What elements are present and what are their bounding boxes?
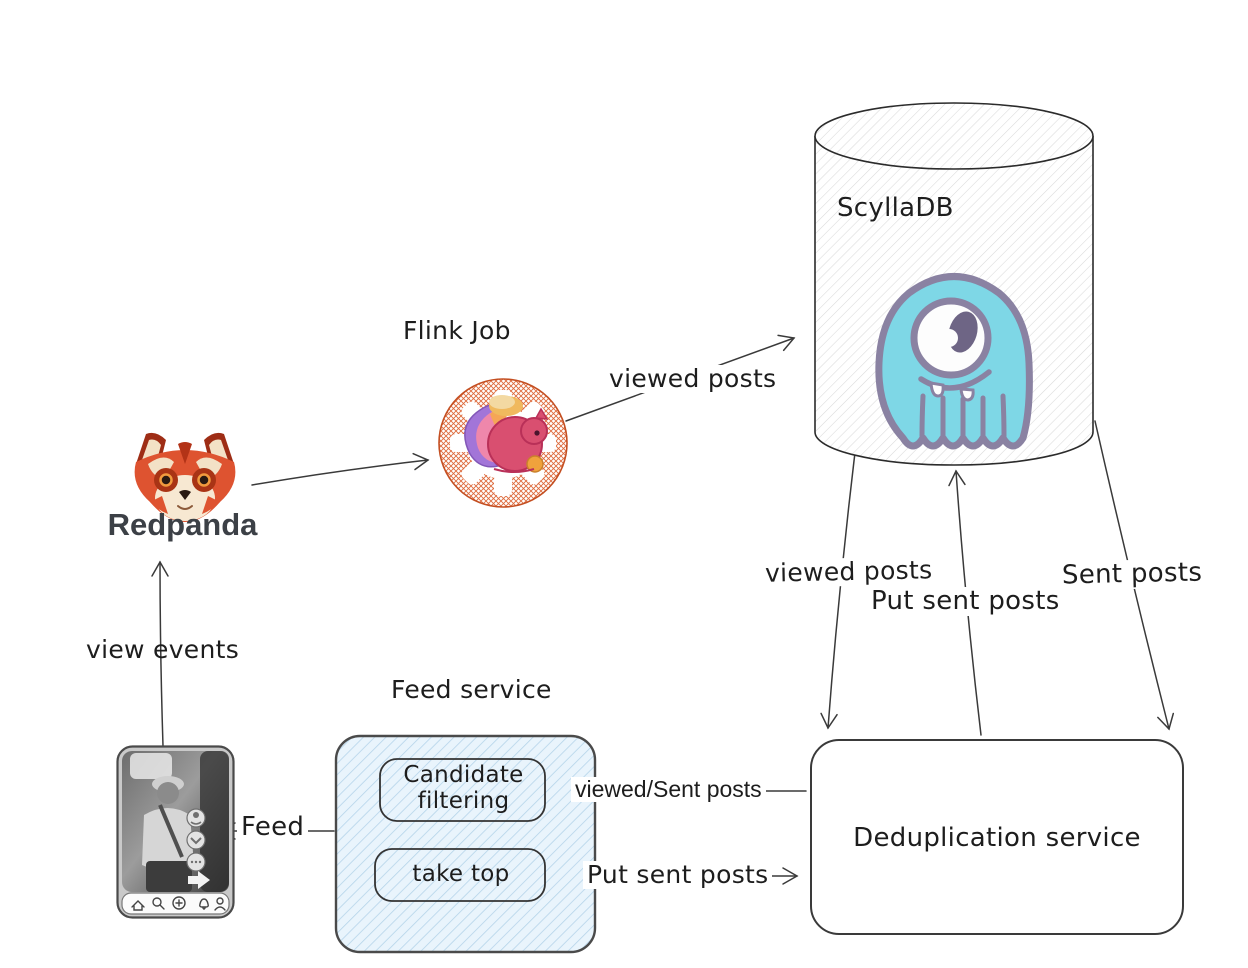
redpanda-logo-icon <box>134 432 236 522</box>
redpanda-label: Redpanda <box>107 507 258 542</box>
scylladb-mascot-icon <box>875 273 1033 450</box>
arrow-view-events <box>151 560 169 747</box>
home-icon <box>131 900 145 911</box>
flink-label: Flink Job <box>403 316 511 345</box>
arrow-redpanda-to-flink <box>251 452 430 486</box>
candidate-filtering-label: Candidate filtering <box>403 762 524 815</box>
profile-icon <box>214 897 226 911</box>
flink-node <box>436 376 570 510</box>
scylladb-label: ScyllaDB <box>837 193 954 223</box>
phone-bottom-nav <box>121 892 230 915</box>
feed-service-title: Feed service <box>391 675 552 704</box>
mascot-eye <box>940 311 978 353</box>
edge-label-put-sent-posts-mid: Put sent posts <box>867 587 1064 616</box>
deduplication-label: Deduplication service <box>853 823 1141 853</box>
edge-label-view-events: view events <box>86 635 240 664</box>
phone-photo <box>122 751 229 892</box>
flink-squirrel-icon <box>464 395 549 473</box>
take-top-label: take top <box>412 861 510 887</box>
search-icon <box>152 897 165 910</box>
phone-side-actions <box>186 808 210 889</box>
feed-service-node <box>333 733 598 955</box>
scylladb-node <box>812 98 1096 470</box>
take-top-box <box>374 848 546 902</box>
edge-label-viewed-sent-posts: viewed/Sent posts <box>571 776 766 803</box>
phone-mockup <box>116 745 235 919</box>
plus-circle-icon <box>172 896 186 910</box>
edge-label-viewed-posts-top: viewed posts <box>605 365 781 393</box>
redpanda-node <box>126 430 244 524</box>
edge-label-put-sent-posts-bottom: Put sent posts <box>583 861 773 889</box>
edge-label-sent-posts: Sent posts <box>1057 558 1207 590</box>
edge-label-feed: Feed <box>237 813 309 842</box>
deduplication-node <box>808 737 1186 937</box>
edge-label-viewed-posts-mid: viewed posts <box>760 555 937 588</box>
candidate-filtering-box <box>379 758 546 822</box>
bell-icon <box>199 898 209 910</box>
